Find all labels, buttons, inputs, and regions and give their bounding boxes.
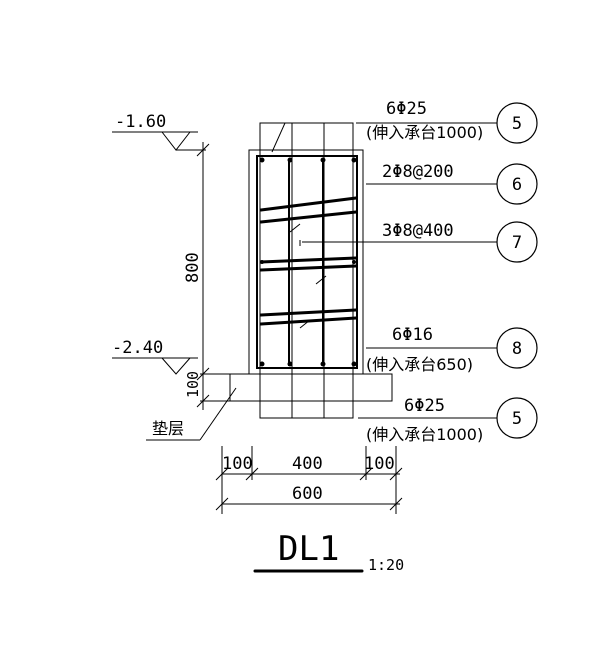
tag-5-bottom: 5 bbox=[496, 397, 538, 439]
pad-label: 垫层 bbox=[152, 419, 184, 438]
top-bar-note: (伸入承台1000) bbox=[366, 123, 483, 142]
tie-spec: 3Φ8@400 bbox=[382, 221, 454, 241]
dim-pad: 100 bbox=[184, 371, 202, 398]
callout-labels: 6Φ25 (伸入承台1000) 2Φ8@200 3Φ8@400 6Φ16 (伸入… bbox=[366, 99, 483, 444]
dim-total: 600 bbox=[292, 484, 323, 504]
stirrup-spec: 2Φ8@200 bbox=[382, 162, 454, 182]
drawing-title: DL1 bbox=[278, 529, 339, 569]
elevation-top-label: -1.60 bbox=[115, 112, 166, 132]
tag-6: 6 bbox=[496, 163, 538, 205]
cushion-layer bbox=[200, 373, 393, 402]
svg-text:8: 8 bbox=[512, 339, 522, 359]
callout-leaders bbox=[271, 122, 497, 419]
tag-7: 7 bbox=[496, 221, 538, 263]
bottom-bar-spec: 6Φ16 bbox=[392, 325, 433, 345]
vertical-dimension: 800 100 bbox=[183, 142, 210, 410]
top-bar-spec: 6Φ25 bbox=[386, 99, 427, 119]
tag-8: 8 bbox=[496, 327, 538, 369]
elevation-bottom-label: -2.40 bbox=[112, 338, 163, 358]
dim-right: 100 bbox=[364, 454, 395, 474]
svg-text:5: 5 bbox=[512, 114, 522, 134]
title-block: DL1 1:20 bbox=[253, 529, 404, 574]
main-bars bbox=[259, 157, 357, 367]
pad-leader: 垫层 bbox=[146, 387, 237, 441]
svg-text:7: 7 bbox=[512, 233, 522, 253]
elevation-top: -1.60 bbox=[112, 112, 206, 151]
dim-left: 100 bbox=[222, 454, 253, 474]
svg-text:5: 5 bbox=[512, 409, 522, 429]
svg-text:6: 6 bbox=[512, 175, 522, 195]
dim-height: 800 bbox=[183, 252, 203, 283]
bottom2-bar-note: (伸入承台1000) bbox=[366, 425, 483, 444]
drawing-scale: 1:20 bbox=[368, 556, 404, 574]
bottom-bar-note: (伸入承台650) bbox=[366, 355, 473, 374]
horizontal-dimension: 100 400 100 600 bbox=[215, 446, 403, 514]
elevation-bottom: -2.40 bbox=[112, 338, 198, 375]
tag-5-top: 5 bbox=[496, 102, 538, 144]
dim-mid: 400 bbox=[292, 454, 323, 474]
stirrups bbox=[259, 160, 358, 366]
bottom2-bar-spec: 6Φ25 bbox=[404, 396, 445, 416]
